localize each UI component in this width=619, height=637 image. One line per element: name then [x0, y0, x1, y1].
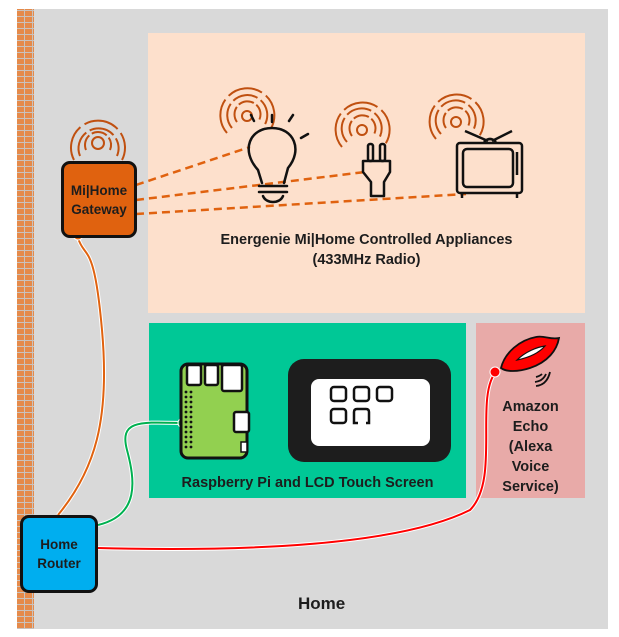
- gateway-label-line2: Gateway: [71, 201, 127, 217]
- radio-link-bulb: [135, 145, 251, 187]
- radio-link-tv: [135, 192, 467, 216]
- echo-label-line: Service): [502, 479, 559, 495]
- plug-icon: [334, 101, 392, 198]
- appliances-label-line1: Energenie Mi|Home Controlled Appliances: [220, 232, 513, 248]
- echo-label-line: Voice: [511, 459, 550, 475]
- router-label-line2: Router: [37, 556, 81, 571]
- raspberry-pi-board-icon: [179, 362, 251, 460]
- home-title: Home: [298, 594, 346, 613]
- router-label-line1: Home: [40, 537, 78, 552]
- appliances-label-line2: (433MHz Radio): [312, 252, 421, 268]
- radio-link-plug: [135, 170, 366, 202]
- raspberry-pi-label: Raspberry Pi and LCD Touch Screen: [181, 475, 434, 491]
- cable-router-gateway: [56, 229, 107, 517]
- home-router[interactable]: Home Router: [20, 515, 98, 593]
- cable-router-pi: [97, 417, 189, 527]
- echo-port: [489, 366, 501, 378]
- lips-icon: [499, 335, 561, 387]
- echo-label-line: Amazon: [502, 399, 559, 415]
- radio-links: [135, 145, 467, 216]
- echo-label-line: Echo: [512, 419, 549, 435]
- gateway-label-line1: Mi|Home: [70, 182, 128, 198]
- light-bulb-icon: [219, 87, 310, 204]
- brick-wall: [17, 9, 34, 629]
- amazon-echo-label: Amazon Echo (Alexa Voice Service): [476, 397, 585, 497]
- echo-label-line: (Alexa: [508, 439, 553, 455]
- cable-router-echo: [97, 366, 501, 552]
- tv-icon: [428, 93, 524, 198]
- mihome-gateway[interactable]: Mi|Home Gateway: [61, 161, 137, 238]
- appliances-label: Energenie Mi|Home Controlled Appliances …: [148, 230, 585, 270]
- radio-waves-icon: [70, 119, 126, 161]
- touch-screen-icon: [288, 359, 451, 462]
